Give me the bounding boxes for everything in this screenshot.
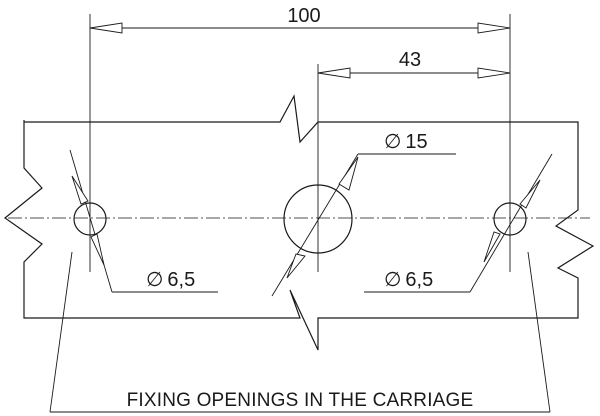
arrow-100-right [477,22,511,34]
arrow-left-hole-upper [71,175,89,205]
caption-frame-left [49,251,73,413]
arrow-left-hole-lower [90,233,105,266]
dim-text-left-hole: ∅6,5 [146,269,195,291]
dim-text-43: 43 [399,49,421,71]
caption-frame-right [527,251,551,413]
diameter-symbol-icon: ∅ [384,269,401,291]
leader-left-hole [69,149,113,293]
left-hole [73,202,107,236]
arrow-right-hole-upper [519,179,541,209]
caption-text: FIXING OPENINGS IN THE CARRIAGE [127,390,474,411]
diameter-symbol-icon: ∅ [146,269,163,291]
leader-right-hole [469,153,553,293]
carriage-outline [4,94,595,351]
arrow-center-hole-upper [338,156,359,191]
dim-text-100: 100 [287,5,320,27]
arrow-center-hole-lower [286,253,306,279]
arrow-43-left [317,67,351,79]
arrow-43-right [477,67,511,79]
arrow-right-hole-lower [483,231,501,263]
right-hole [493,202,527,236]
center-hole [283,184,353,254]
diameter-symbol-icon: ∅ [384,131,401,153]
dim-text-center-hole: ∅15 [384,131,428,153]
arrow-100-left [89,22,123,34]
dim-text-right-hole: ∅6,5 [384,269,433,291]
